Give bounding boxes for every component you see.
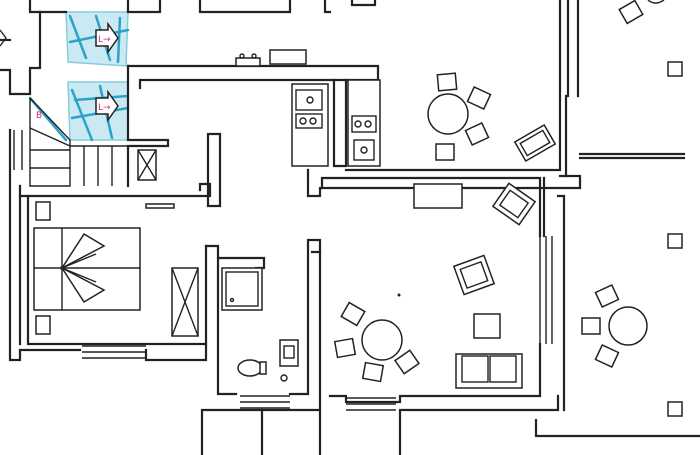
bed: [33, 227, 141, 311]
armchair-top: [491, 182, 537, 226]
arrow-note-2: L→: [98, 103, 111, 113]
kitchen-counter-right: [347, 79, 381, 167]
wall-shelf: [145, 203, 175, 209]
terrace-furniture: [581, 0, 683, 417]
sofa: [455, 353, 523, 389]
stair-note: B: [36, 111, 42, 121]
side-table: [473, 313, 501, 339]
tv-console: [413, 183, 463, 209]
arrow-down-icon: L→: [95, 89, 119, 123]
kitchen-counter-left: [291, 83, 329, 167]
toilet: [237, 359, 267, 377]
storage-box: [137, 149, 157, 181]
sink: [279, 339, 299, 382]
nightstand-top: [35, 201, 51, 221]
nightstand-bottom: [35, 315, 51, 335]
arrow-up-icon: L→: [95, 21, 119, 55]
arrow-note-1: L→: [98, 35, 111, 45]
shower: [221, 267, 263, 311]
floor-mark: [397, 293, 401, 297]
shelf-unit: [235, 49, 307, 67]
dining-table-top: [427, 72, 557, 163]
dining-table-living: [333, 301, 421, 383]
armchair-middle: [452, 254, 496, 296]
wardrobe: [171, 267, 199, 337]
